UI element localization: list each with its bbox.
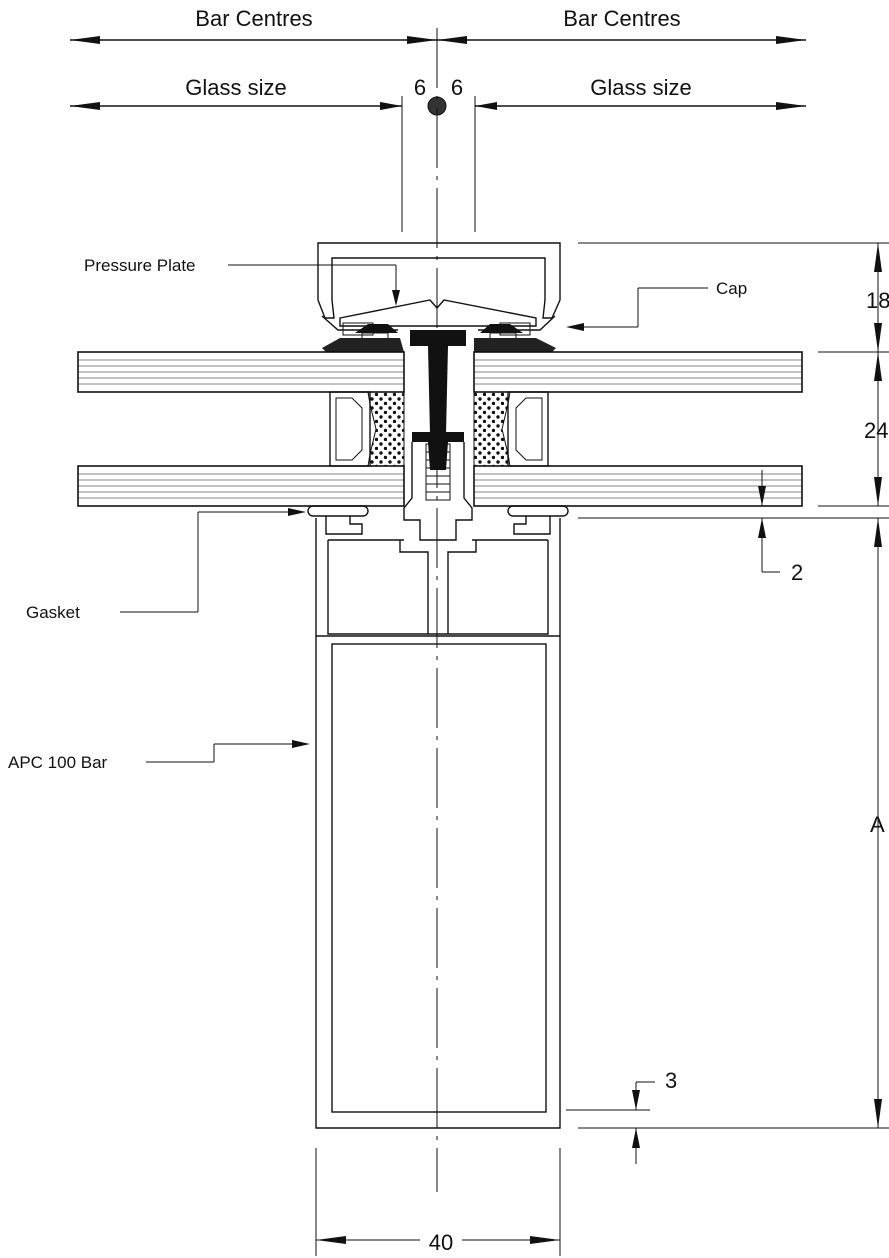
sealant-right: [473, 391, 511, 467]
unit-thickness-dimension-label: 24: [864, 418, 888, 443]
apc-bar-profile: [315, 518, 561, 1129]
glass-size-left-label: Glass size: [185, 75, 286, 100]
bar-centres-right-label: Bar Centres: [563, 6, 680, 31]
gasket-gap-dimension: [758, 470, 780, 573]
gasket-leader: [120, 508, 306, 613]
glass-size-dimension: [70, 96, 806, 232]
wall-thickness-dimension: [566, 1081, 655, 1164]
spacer-right: [507, 391, 549, 467]
wall-thickness-dimension-label: 3: [665, 1068, 677, 1093]
cap-profile: [317, 242, 561, 331]
glass-outer-right: [473, 351, 803, 393]
sealant-left: [367, 391, 405, 467]
bar-gasket-right: [507, 505, 569, 535]
gap-left-label: 6: [414, 75, 426, 100]
screw-shank: [428, 346, 448, 434]
gasket-label: Gasket: [26, 603, 80, 622]
bar-depth-dimension-label: A: [870, 812, 885, 837]
cap-label: Cap: [716, 279, 747, 298]
cap-leader: [566, 287, 708, 331]
pressure-plate-leader: [228, 264, 400, 306]
bar-label: APC 100 Bar: [8, 753, 108, 772]
pressure-plate-label: Pressure Plate: [84, 256, 196, 275]
bar-gasket-left: [307, 505, 369, 535]
cap-height-dimension-label: 18: [866, 288, 889, 313]
screw-head: [410, 330, 466, 346]
glass-inner-right: [473, 465, 803, 507]
right-dimension-lines: [578, 242, 889, 1129]
glass-size-right-label: Glass size: [590, 75, 691, 100]
spacer-left: [329, 391, 371, 467]
bar-leader: [146, 740, 310, 763]
bar-centres-dimension: [70, 36, 806, 44]
gap-right-label: 6: [451, 75, 463, 100]
bar-width-dimension: [315, 1148, 561, 1256]
bar-centres-left-label: Bar Centres: [195, 6, 312, 31]
glass-outer-left: [77, 351, 405, 393]
glass-inner-left: [77, 465, 405, 507]
gasket-gap-dimension-label: 2: [791, 560, 803, 585]
screw-insert: [403, 432, 473, 541]
bar-width-dimension-label: 40: [429, 1230, 453, 1255]
